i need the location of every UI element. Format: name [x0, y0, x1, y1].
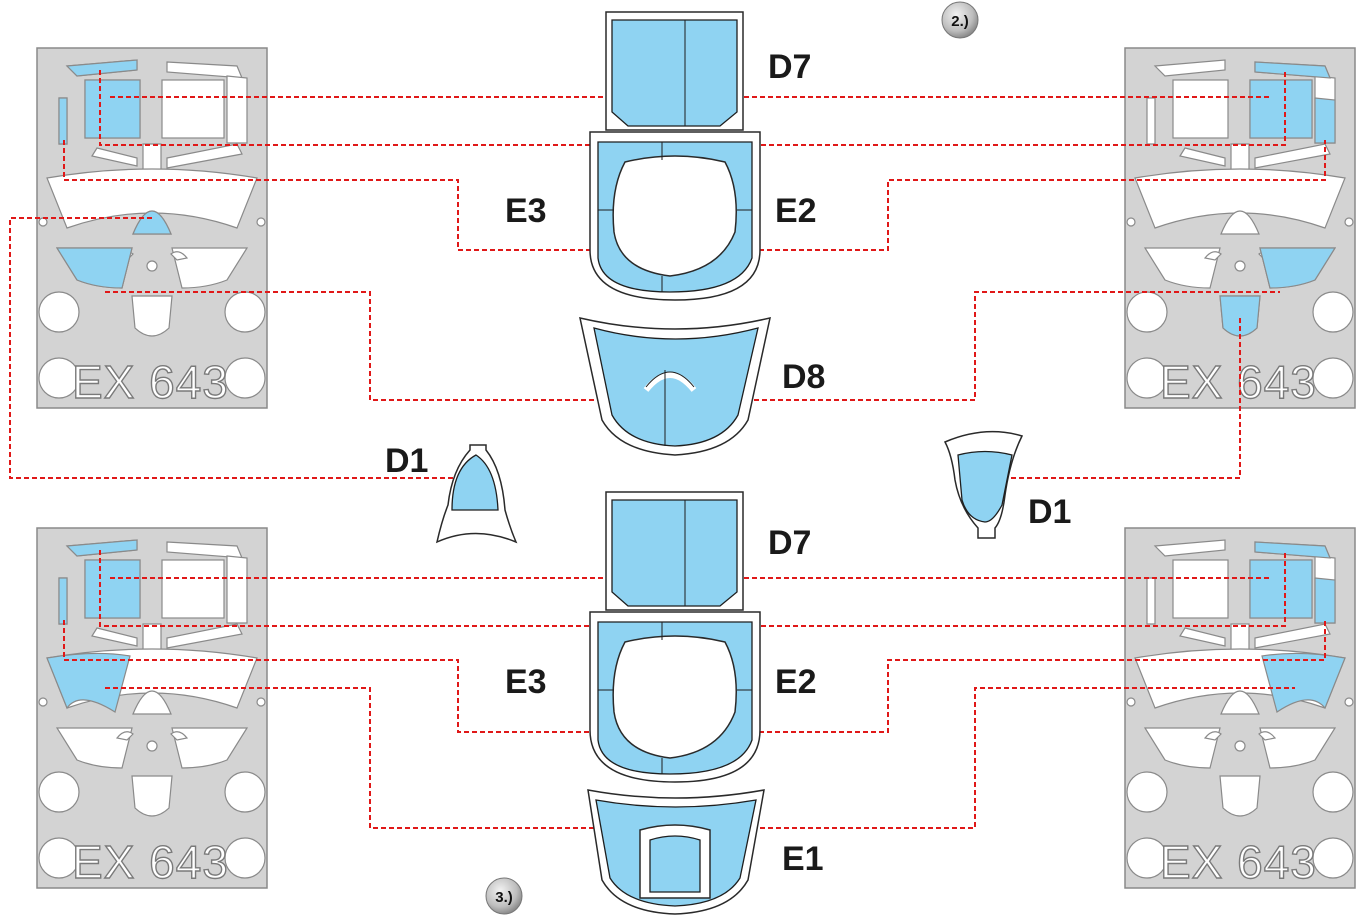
step-marker-2-text: 2.): [951, 13, 969, 30]
label-d8: D8: [782, 358, 825, 396]
label-d7-bottom: D7: [768, 524, 811, 562]
step-marker-3-text: 3.): [495, 889, 513, 906]
mask-sheet-top-right: EX 643: [1124, 47, 1356, 409]
label-d1-right: D1: [1028, 493, 1071, 531]
sheet-code-text: EX 643: [1160, 356, 1317, 408]
label-e2-top: E2: [775, 192, 817, 230]
step-marker-3: 3.): [485, 877, 523, 915]
label-e2-bottom: E2: [775, 663, 817, 701]
label-e1: E1: [782, 840, 824, 878]
mask-sheet-bottom-right: EX 643: [1124, 527, 1356, 889]
part-e1: [587, 789, 765, 915]
sheet-code-text: EX 643: [72, 356, 229, 408]
part-e3-e2-top: [589, 131, 761, 301]
part-d7-bottom: [605, 491, 744, 611]
label-e3-top: E3: [505, 192, 547, 230]
part-d1-left: [435, 444, 518, 544]
part-d1-right: [943, 431, 1024, 539]
part-labels: D7 E3 E2 D8 D1 D1 D7 E3 E2 E1: [385, 48, 1071, 878]
step-marker-2: 2.): [941, 1, 979, 39]
label-d1-left: D1: [385, 442, 428, 480]
leader-lines: [9, 70, 1326, 829]
part-d8: [579, 317, 771, 456]
sheet-code-text: EX 643: [72, 836, 229, 888]
part-d7-top: [605, 11, 744, 131]
sheet-code-text: EX 643: [1160, 836, 1317, 888]
part-e3-e2-bottom: [589, 611, 761, 783]
label-d7-top: D7: [768, 48, 811, 86]
mask-sheet-top-left: EX 643: [36, 47, 268, 409]
label-e3-bottom: E3: [505, 663, 547, 701]
mask-sheet-bottom-left: EX 643: [36, 527, 268, 889]
